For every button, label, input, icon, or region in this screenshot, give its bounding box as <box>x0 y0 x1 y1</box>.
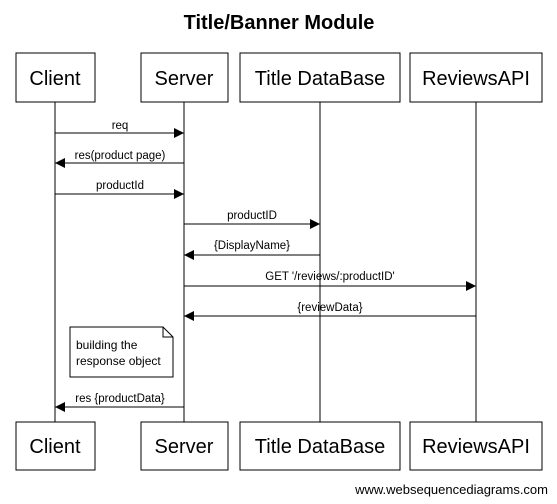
message-res-productdata: res {productData} <box>55 393 184 412</box>
participant-label: ReviewsAPI <box>422 68 530 90</box>
participant-server-top: Server <box>140 52 229 103</box>
participant-label: ReviewsAPI <box>422 436 530 458</box>
participant-label: Title DataBase <box>255 436 385 458</box>
participant-client-top: Client <box>15 52 96 103</box>
diagram-title: Title/Banner Module <box>184 12 375 34</box>
message-label: res(product page) <box>75 150 166 162</box>
participant-server-bottom: Server <box>140 421 229 471</box>
message-label: {DisplayName} <box>214 240 290 252</box>
message-reviewdata: {reviewData} <box>184 302 476 321</box>
participant-client-bottom: Client <box>15 421 96 471</box>
participant-titledb-bottom: Title DataBase <box>239 421 401 471</box>
message-label: {reviewData} <box>297 302 362 314</box>
participant-label: Client <box>29 436 81 458</box>
participant-label: Client <box>29 68 81 90</box>
participant-label: Server <box>155 68 214 90</box>
message-req: req <box>55 120 184 138</box>
note-line: response object <box>76 354 161 368</box>
participant-reviews-bottom: ReviewsAPI <box>409 421 543 471</box>
watermark: www.websequencediagrams.com <box>354 482 548 497</box>
message-label: productId <box>96 180 144 192</box>
participant-label: Title DataBase <box>255 68 385 90</box>
message-label: res {productData} <box>75 393 165 405</box>
message-label: req <box>112 120 129 132</box>
message-label: productID <box>227 210 277 222</box>
participant-label: Server <box>155 436 214 458</box>
message-res-product-page: res(product page) <box>55 150 184 168</box>
message-label: GET '/reviews/:productID' <box>265 271 394 283</box>
message-productid-to-db: productID <box>184 210 320 229</box>
note-line: building the <box>76 338 138 352</box>
participant-titledb-top: Title DataBase <box>239 52 401 103</box>
message-displayname: {DisplayName} <box>184 240 320 260</box>
note-building-response: building the response object <box>69 326 174 378</box>
message-get-reviews: GET '/reviews/:productID' <box>184 271 476 291</box>
message-productid: productId <box>55 180 184 199</box>
participant-reviews-top: ReviewsAPI <box>409 52 543 103</box>
